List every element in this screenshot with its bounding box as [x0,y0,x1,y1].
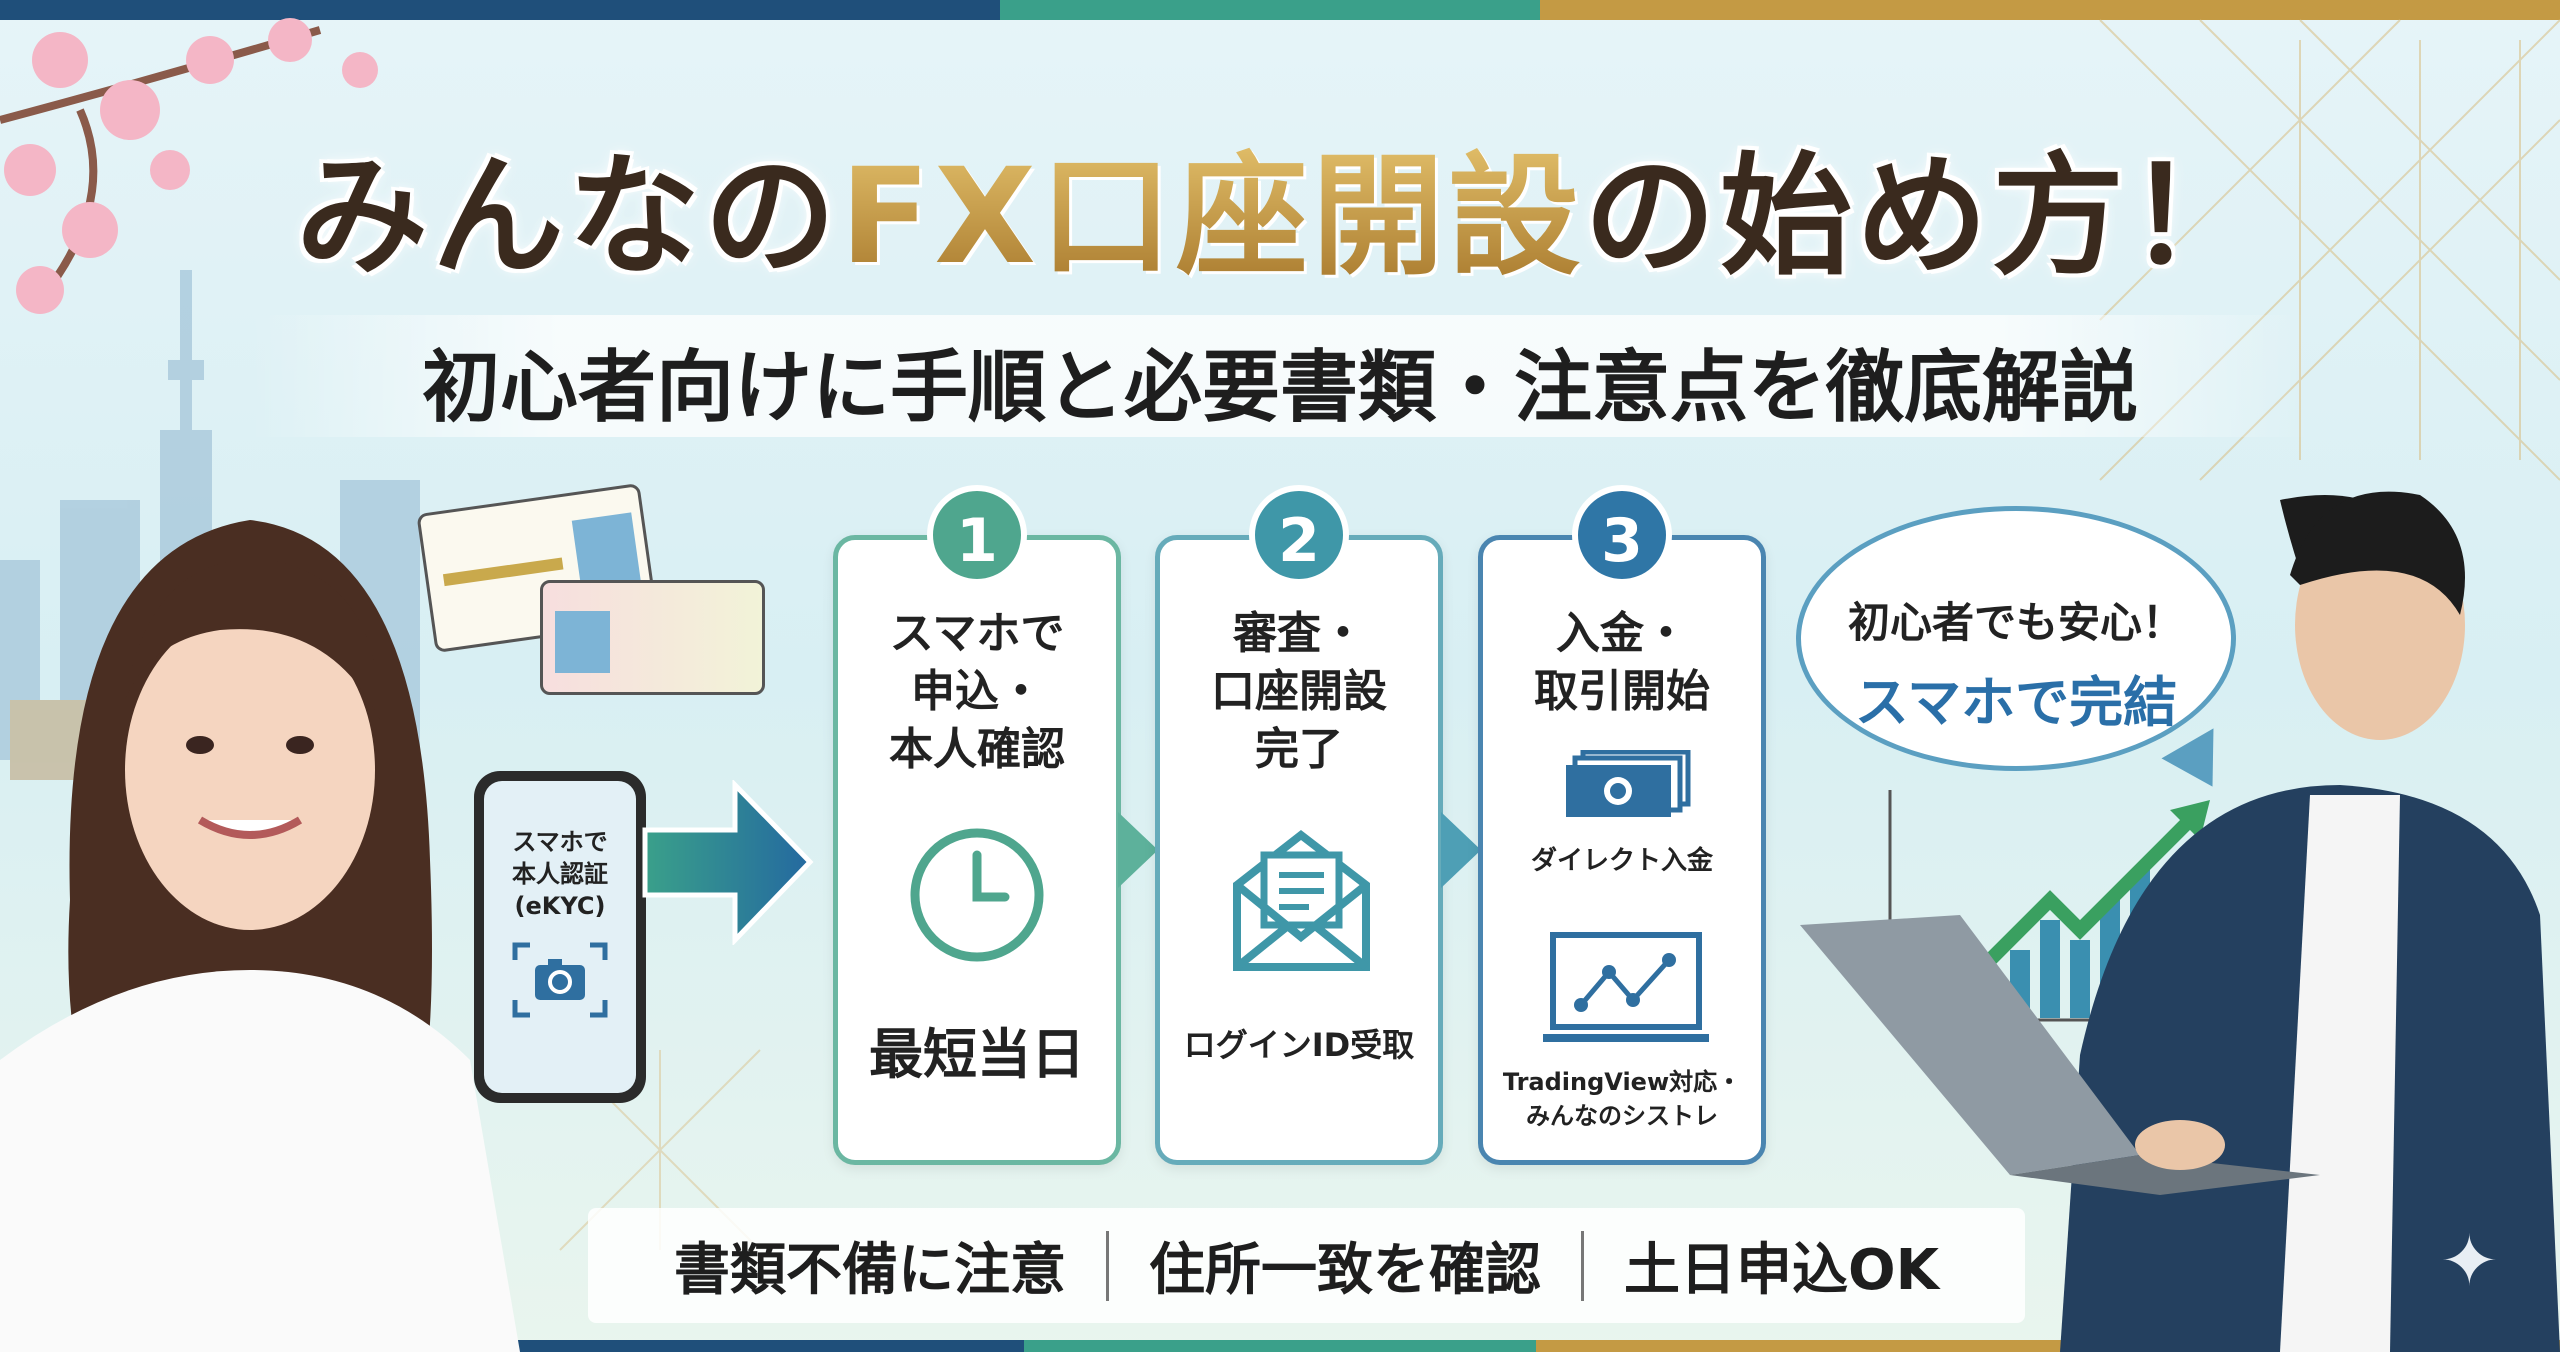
step-3-title-line: 入金・ [1556,608,1688,659]
step-1-title-line: スマホで [889,608,1065,659]
top-stripe-gold [1540,0,2560,20]
my-number-card [540,580,765,695]
clock-icon [910,828,1044,962]
step-2-title-line: 口座開設 [1211,666,1387,717]
note-item: 書類不備に注意 [674,1238,1066,1303]
phone-text-3: (eKYC) [514,892,606,920]
chart-monitor-icon [1543,932,1709,1042]
notes-bar: 書類不備に注意 住所一致を確認 土日申込OK [588,1208,2025,1323]
woman-illustration [0,520,520,1352]
phone-text-1: スマホで [512,828,608,856]
step-1-title-line: 申込・ [911,666,1043,717]
divider [1106,1230,1109,1301]
title-part2: の始め方！ [1583,140,2264,294]
man-illustration [1800,491,2560,1352]
sparkle-icon: ✦ [2440,1220,2499,1302]
bubble-line-1: 初心者でも安心！ [1847,598,2184,647]
smartphone: スマホで 本人認証 (eKYC) [474,771,646,1103]
bottom-stripe [0,1340,2560,1352]
step-arrow-2 [1441,812,1481,888]
money-icon [1566,750,1691,817]
step-3-caption: ダイレクト入金 [1530,846,1713,876]
divider [1581,1230,1584,1301]
camera-icon [512,942,608,1018]
bubble-line-2: スマホで完結 [1854,671,2178,734]
page-subtitle: 初心者向けに手順と必要書類・注意点を徹底解説 [421,343,2138,433]
step-arrow-1 [1118,812,1158,888]
step-card-3: 3 入金・取引開始 ダイレクト入金 TradingView対応・みんなのシストレ [1478,485,1766,1165]
top-stripe-navy [0,0,1000,20]
title-part1: みんなの [296,140,841,294]
phone-text-2: 本人認証 [512,860,608,888]
envelope-icon [1233,829,1370,971]
step-card-2: 2 審査・口座開設完了 ログインID受取 [1155,485,1443,1165]
subtitle-band [250,315,2310,437]
step-number-2: 2 [1249,485,1349,585]
step-number-1: 1 [927,485,1027,585]
step-1-title-line: 本人確認 [889,724,1065,775]
title-highlight: FX口座開設 [840,140,1584,294]
step-3-feature-line: みんなのシストレ [1526,1102,1718,1130]
asanoha-pattern [2099,19,2560,481]
top-stripe-teal [1000,0,1540,20]
cherry-branch [0,18,378,314]
note-item: 住所一致を確認 [1149,1238,1541,1303]
step-3-feature-line: TradingView対応・ [1502,1068,1742,1096]
step-1-caption: 最短当日 [869,1023,1085,1086]
speech-bubble: 初心者でも安心！ スマホで完結 [1796,506,2236,771]
page-title: みんなのFX口座開設の始め方！ [0,110,2560,301]
step-card-1: 1 スマホで申込・本人確認 最短当日 [833,485,1121,1165]
flow-arrow [642,780,814,945]
step-2-title-line: 審査・ [1233,608,1365,659]
step-number-3: 3 [1572,485,1672,585]
step-2-title-line: 完了 [1255,724,1343,775]
note-item: 土日申込OK [1624,1238,1939,1303]
step-2-caption: ログインID受取 [1183,1026,1415,1064]
step-3-title-line: 取引開始 [1534,666,1710,717]
